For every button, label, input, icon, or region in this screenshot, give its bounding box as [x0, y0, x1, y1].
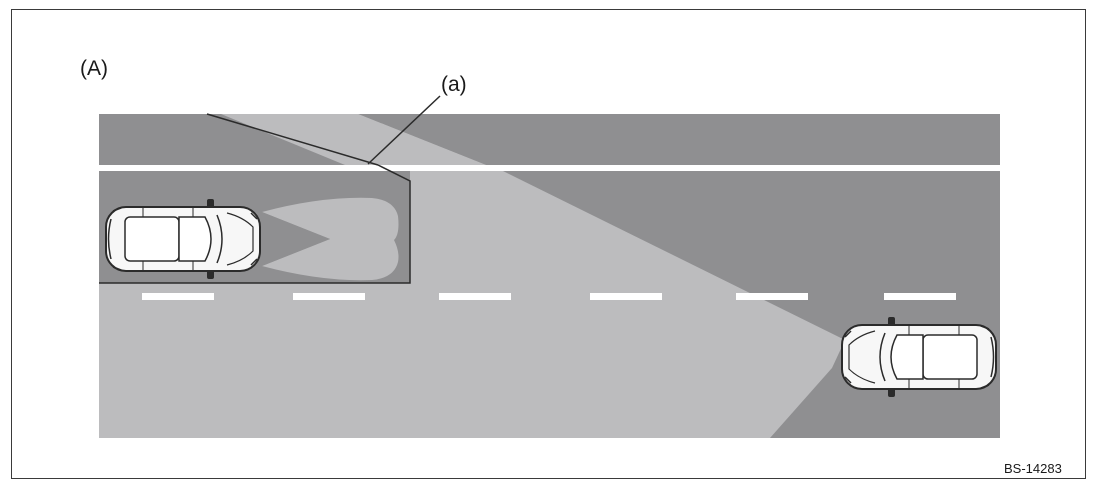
car-top-view-icon [841, 316, 997, 398]
mask-boundary-line [206, 113, 379, 166]
lane-markings [142, 293, 956, 300]
figure-code: BS-14283 [1004, 461, 1062, 476]
callout-leader-line [367, 95, 441, 165]
lane-separator [99, 165, 1000, 171]
callout-label: (a) [441, 73, 467, 96]
panel-label: (A) [80, 57, 108, 80]
figure-frame [11, 9, 1086, 479]
car-top-view-icon [105, 198, 261, 280]
own-low-beam [262, 197, 399, 281]
